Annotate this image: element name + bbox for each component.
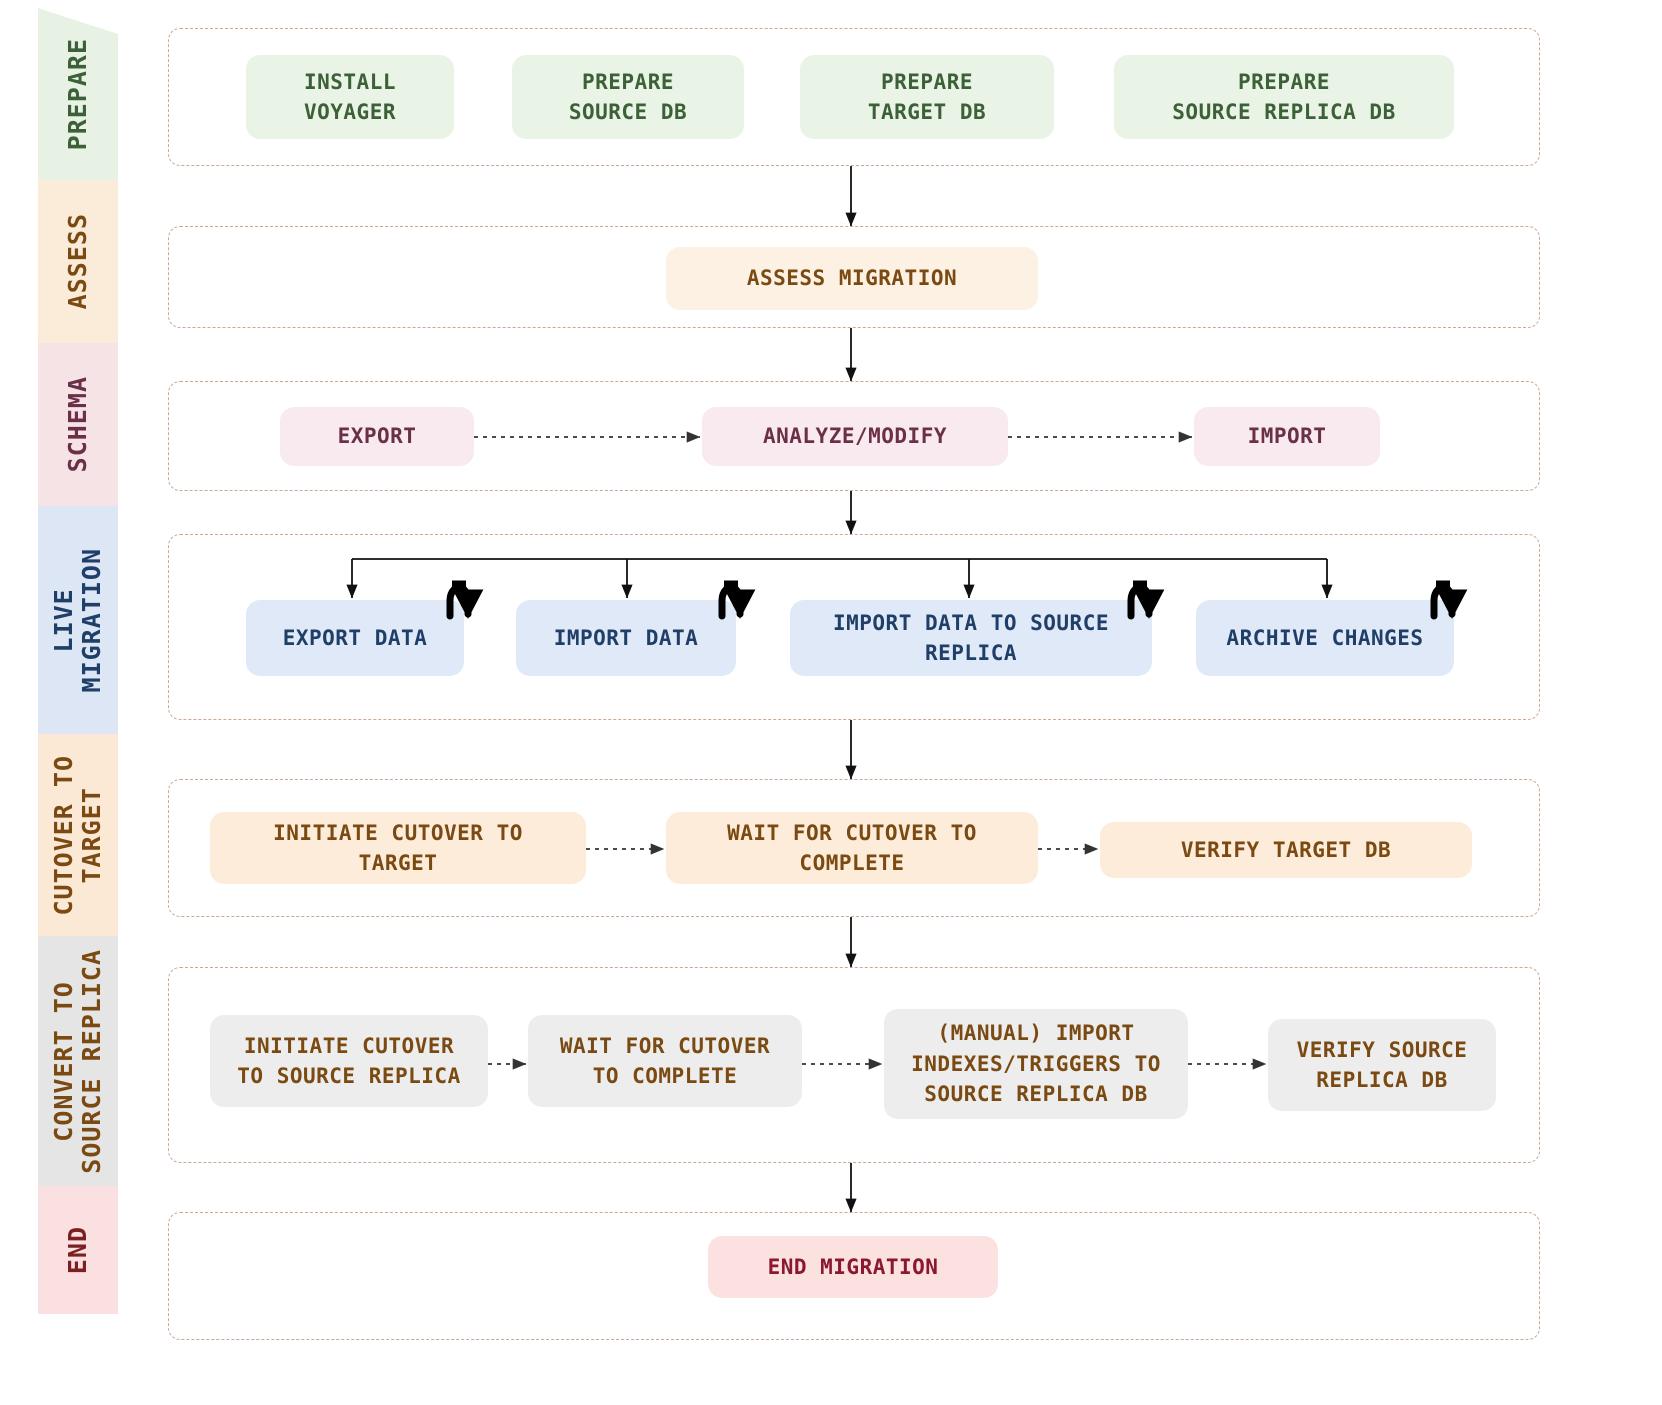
lane-assess bbox=[168, 226, 1540, 328]
node-wait-for-cutover-to-complete-source-replica[interactable]: WAIT FOR CUTOVER TO COMPLETE bbox=[528, 1015, 802, 1107]
node-initiate-cutover-to-target[interactable]: INITIATE CUTOVER TO TARGET bbox=[210, 812, 586, 884]
node-prepare-target-db[interactable]: PREPARE TARGET DB bbox=[800, 55, 1054, 139]
lane-live-migration bbox=[168, 534, 1540, 720]
phase-band-assess: ASSESS bbox=[38, 180, 118, 343]
lane-schema bbox=[168, 381, 1540, 491]
phase-label-assess: ASSESS bbox=[63, 213, 92, 310]
node-schema-analyze-modify[interactable]: ANALYZE/MODIFY bbox=[702, 407, 1008, 466]
phase-label-end: END bbox=[63, 1225, 92, 1275]
node-initiate-cutover-to-source-replica[interactable]: INITIATE CUTOVER TO SOURCE REPLICA bbox=[210, 1015, 488, 1107]
phase-band-live-migration: LIVE MIGRATION bbox=[38, 506, 118, 734]
lane-cutover-to-target bbox=[168, 779, 1540, 917]
node-archive-changes[interactable]: ARCHIVE CHANGES bbox=[1196, 600, 1454, 676]
phase-band-end: END bbox=[38, 1186, 118, 1314]
node-schema-import[interactable]: IMPORT bbox=[1194, 407, 1380, 466]
phase-band-prepare: PREPARE bbox=[38, 8, 118, 180]
phase-label-prepare: PREPARE bbox=[63, 37, 92, 151]
node-install-voyager[interactable]: INSTALL VOYAGER bbox=[246, 55, 454, 139]
phase-label-cutover-to-target: CUTOVER TO TARGET bbox=[49, 754, 106, 916]
node-import-data[interactable]: IMPORT DATA bbox=[516, 600, 736, 676]
node-export-data[interactable]: EXPORT DATA bbox=[246, 600, 464, 676]
node-schema-export[interactable]: EXPORT bbox=[280, 407, 474, 466]
phase-band-convert-to-source-replica: CONVERT TO SOURCE REPLICA bbox=[38, 936, 118, 1186]
node-prepare-source-replica-db[interactable]: PREPARE SOURCE REPLICA DB bbox=[1114, 55, 1454, 139]
node-wait-for-cutover-to-complete-target[interactable]: WAIT FOR CUTOVER TO COMPLETE bbox=[666, 812, 1038, 884]
phase-label-live-migration: LIVE MIGRATION bbox=[49, 547, 106, 693]
node-end-migration[interactable]: END MIGRATION bbox=[708, 1236, 998, 1298]
phase-band-schema: SCHEMA bbox=[38, 343, 118, 506]
node-prepare-source-db[interactable]: PREPARE SOURCE DB bbox=[512, 55, 744, 139]
phase-label-convert-to-source-replica: CONVERT TO SOURCE REPLICA bbox=[49, 948, 106, 1174]
lane-prepare bbox=[168, 28, 1540, 166]
node-verify-source-replica-db[interactable]: VERIFY SOURCE REPLICA DB bbox=[1268, 1019, 1496, 1111]
phase-band-cutover-to-target: CUTOVER TO TARGET bbox=[38, 734, 118, 936]
phase-ribbon: PREPARE ASSESS SCHEMA LIVE MIGRATION CUT… bbox=[38, 8, 118, 1314]
phase-label-schema: SCHEMA bbox=[63, 376, 92, 473]
lane-convert-to-source-replica bbox=[168, 967, 1540, 1163]
node-manual-import-indexes-triggers[interactable]: (MANUAL) IMPORT INDEXES/TRIGGERS TO SOUR… bbox=[884, 1009, 1188, 1119]
node-assess-migration[interactable]: ASSESS MIGRATION bbox=[666, 247, 1038, 310]
node-import-data-to-source-replica[interactable]: IMPORT DATA TO SOURCE REPLICA bbox=[790, 600, 1152, 676]
node-verify-target-db[interactable]: VERIFY TARGET DB bbox=[1100, 822, 1472, 878]
lane-end bbox=[168, 1212, 1540, 1340]
